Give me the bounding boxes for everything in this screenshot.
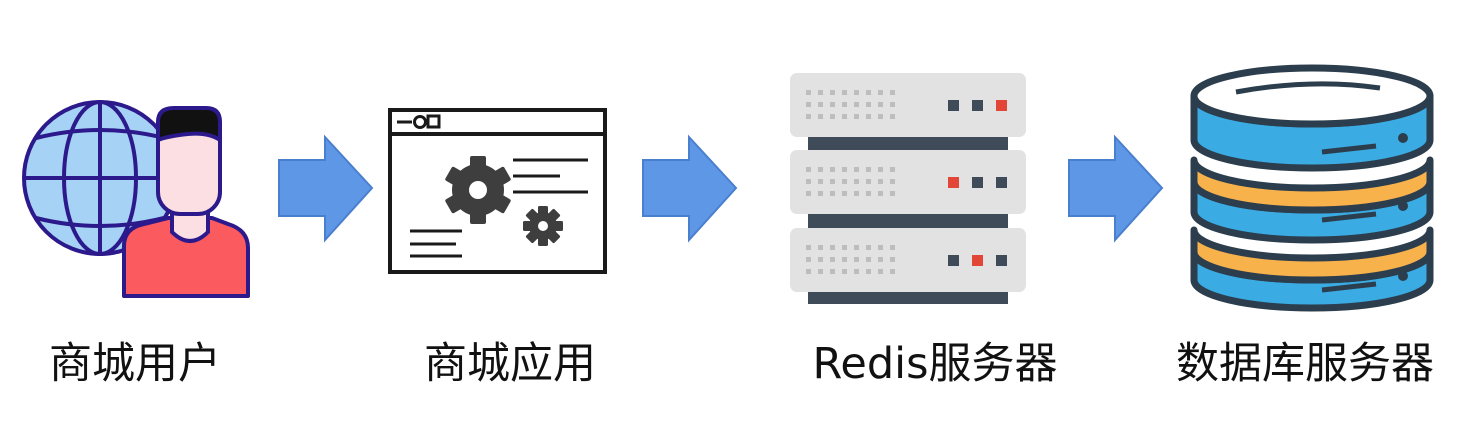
server-rack-icon <box>790 73 1026 304</box>
server-unit <box>790 228 1026 292</box>
node-label-user: 商城用户 <box>49 339 221 389</box>
arrow-redis-to-db <box>1068 134 1164 243</box>
node-label-db: 数据库服务器 <box>1176 339 1434 389</box>
server-unit <box>790 73 1026 137</box>
database-led-lights <box>1398 133 1408 281</box>
gear-icon <box>445 156 511 224</box>
arrow-user-to-app <box>278 134 374 243</box>
server-unit <box>790 150 1026 214</box>
node-label-app: 商城应用 <box>424 339 596 389</box>
person-icon <box>122 106 250 298</box>
database-icon <box>1190 64 1434 312</box>
arrow-app-to-redis <box>642 134 738 243</box>
app-window-icon <box>388 108 607 274</box>
node-label-redis: Redis服务器 <box>812 339 1058 389</box>
user-globe-icon <box>22 100 250 298</box>
small-gear-icon <box>523 206 563 246</box>
